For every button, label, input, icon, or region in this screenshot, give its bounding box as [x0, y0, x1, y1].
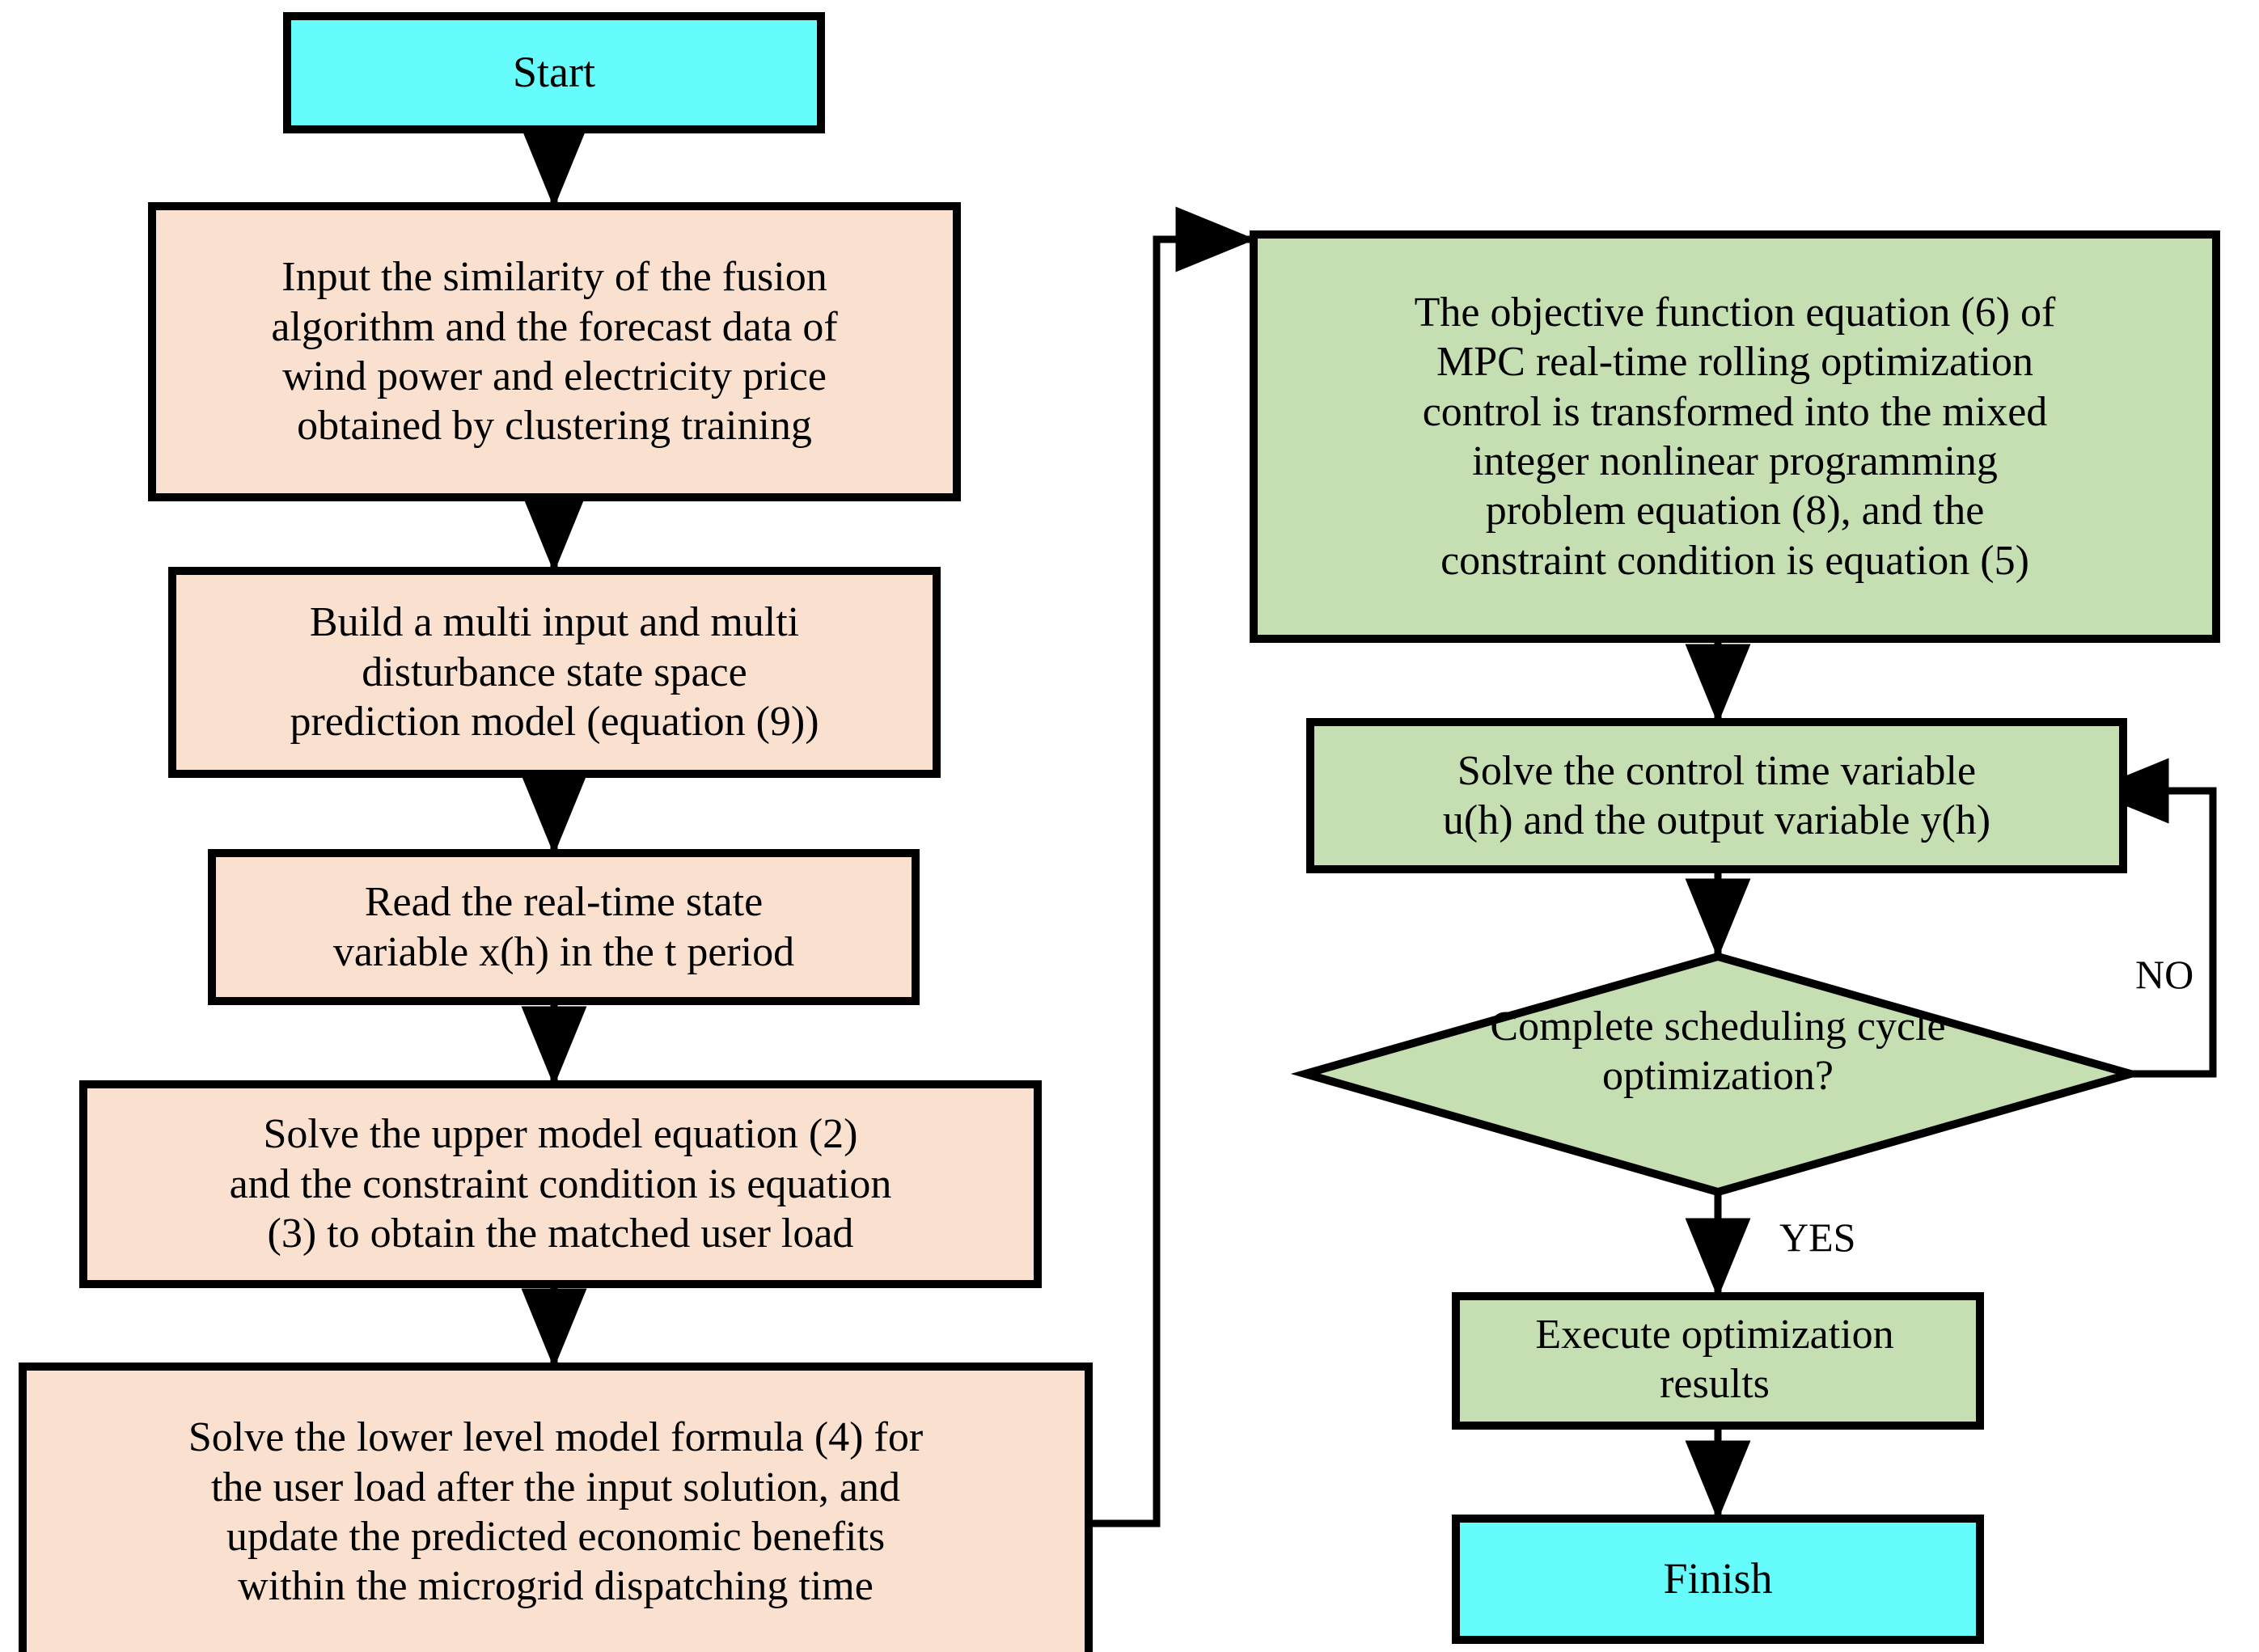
node-decision-cycle-shape[interactable] — [1290, 952, 2146, 1197]
node-solve-lower-shape[interactable] — [19, 1363, 1093, 1652]
connector-decision-no-loop — [2088, 758, 2217, 1078]
node-finish-shape[interactable] — [1452, 1515, 1984, 1644]
edge-label-yes: YES — [1779, 1215, 1856, 1260]
node-objective-transform-shape[interactable] — [1250, 230, 2220, 643]
node-build-model-shape[interactable] — [168, 567, 941, 778]
edge-label-no: NO — [2135, 952, 2194, 997]
node-input-data-shape[interactable] — [148, 202, 961, 501]
node-solve-upper-shape[interactable] — [79, 1080, 1042, 1288]
node-solve-control-shape[interactable] — [1306, 718, 2127, 873]
node-read-state-shape[interactable] — [208, 849, 920, 1005]
node-start-shape[interactable] — [283, 12, 825, 133]
connector-lower-to-objective — [1089, 206, 1256, 1527]
node-execute-results-shape[interactable] — [1452, 1292, 1984, 1430]
